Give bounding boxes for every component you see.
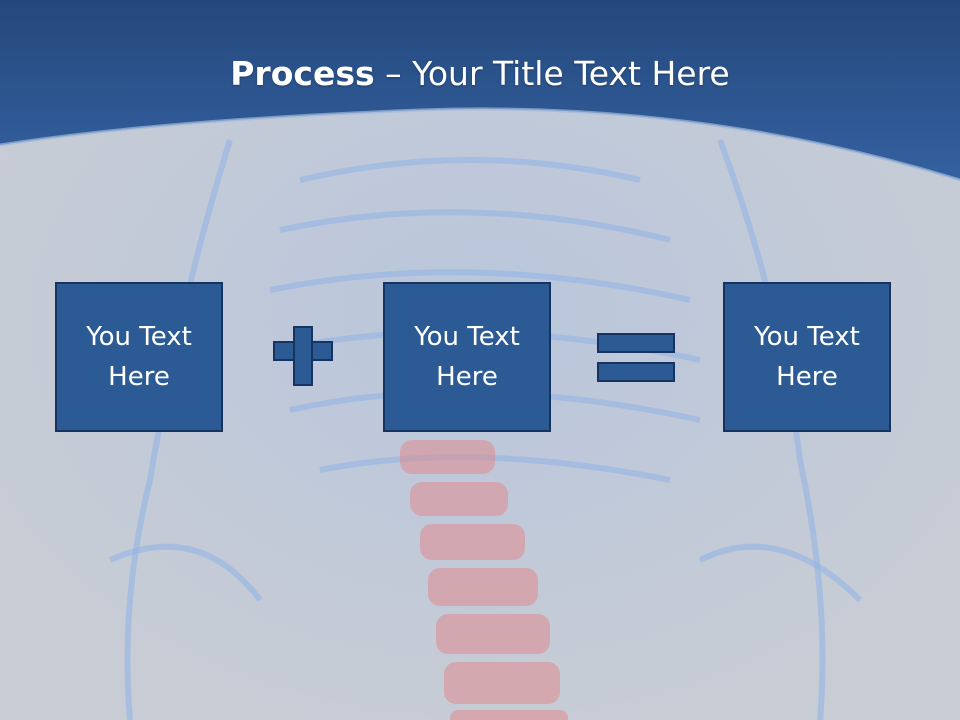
process-box-label: You Text Here	[754, 322, 860, 392]
title-separator: –	[374, 54, 413, 93]
spine-highlight-icon	[400, 440, 568, 720]
process-box-1[interactable]: You Text Here	[55, 282, 223, 432]
process-box-label: You Text Here	[86, 322, 192, 392]
header-band	[0, 0, 960, 180]
title-bold: Process	[230, 54, 375, 93]
title-text: Your Title Text Here	[412, 54, 730, 93]
process-box-2[interactable]: You Text Here	[383, 282, 551, 432]
process-box-3[interactable]: You Text Here	[723, 282, 891, 432]
skeleton-xray-icon	[108, 138, 863, 720]
process-box-label: You Text Here	[414, 322, 520, 392]
slide-title: Process – Your Title Text Here	[0, 52, 960, 96]
